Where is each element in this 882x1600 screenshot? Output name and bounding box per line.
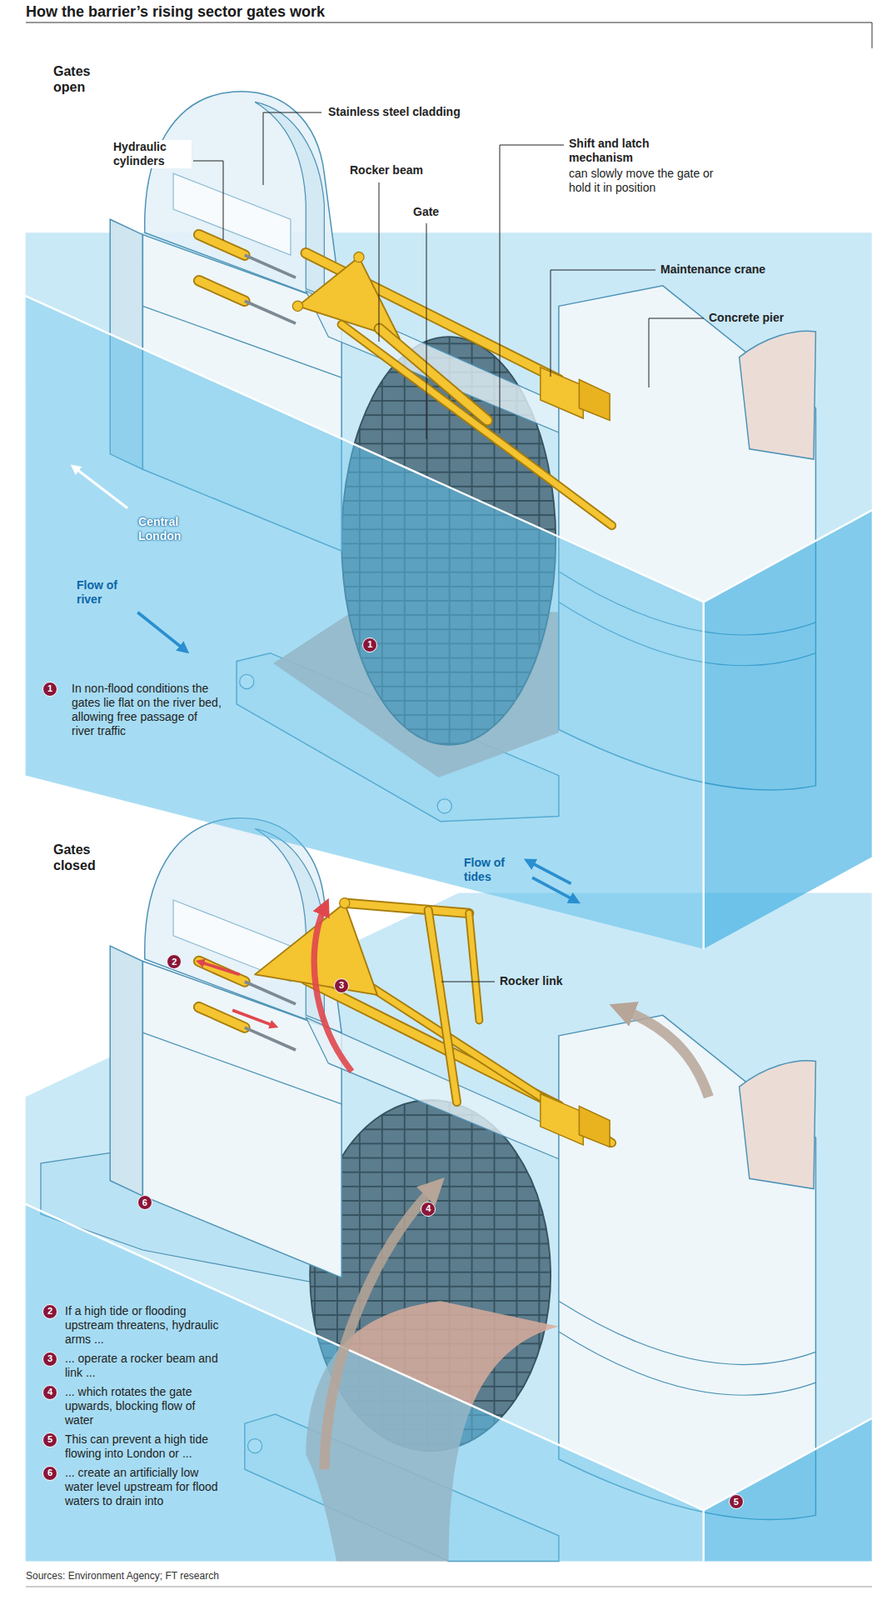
callout-number-text: 3: [338, 980, 344, 990]
step-note: ... create an artificially low water lev…: [64, 1465, 224, 1508]
water-front: [703, 1417, 873, 1560]
callout-number: 2: [166, 953, 182, 969]
rocker-machinery: [292, 251, 612, 525]
rocker-machinery: [353, 251, 364, 262]
rocker-machinery: [428, 909, 457, 1102]
water-front: [25, 295, 873, 1560]
callout-number: 6: [137, 1194, 153, 1210]
direction-arrow: [137, 612, 184, 649]
leader-line: [499, 144, 564, 434]
callout-number: 5: [42, 1431, 58, 1447]
frame-rule: [25, 1585, 873, 1587]
leader-line: [648, 318, 704, 388]
callout-number-text: 1: [47, 683, 53, 693]
water-edge: [25, 1203, 873, 1561]
motion-arrow: [313, 907, 352, 1072]
motion-arrow: [200, 907, 709, 1469]
motion-arrow: [232, 1009, 274, 1025]
leader-line: [550, 269, 656, 377]
callout-number-text: 2: [171, 956, 177, 967]
callout-number-text: 4: [425, 1203, 431, 1213]
rocker-machinery: [378, 328, 488, 420]
frame-rule: [25, 22, 873, 1586]
section-heading: Gates closed: [53, 841, 107, 873]
callout-number: 2: [42, 1303, 58, 1319]
callout-number: 4: [42, 1384, 58, 1400]
rocker-machinery: [578, 379, 610, 421]
callout-number: 6: [42, 1465, 58, 1480]
callout-number-text: 1: [367, 639, 373, 649]
frame-rule: [872, 22, 873, 49]
direction-label: Central London: [138, 514, 205, 544]
callout-number: 5: [728, 1493, 744, 1509]
water-front: [25, 1203, 704, 1561]
rocker-machinery: [344, 902, 469, 913]
callout-number-text: 5: [733, 1496, 739, 1506]
rocker-machinery: [578, 1105, 610, 1147]
motion-arrow: [623, 1009, 709, 1097]
rocker-machinery: [468, 912, 479, 1021]
rocker-machinery: [339, 897, 350, 908]
section-heading: Gates open: [53, 63, 107, 95]
leader-line: [426, 223, 428, 439]
rocker-machinery: [292, 300, 303, 311]
part-label: Stainless steel cladding: [326, 104, 463, 120]
part-label: Rocker beam: [349, 163, 424, 178]
water-front: [703, 509, 873, 949]
rocker-machinery: [468, 912, 479, 1021]
callout-number-text: 4: [47, 1386, 53, 1396]
rocker-machinery: [378, 328, 488, 420]
motion-arrow: [323, 1188, 434, 1470]
direction-label: Flow of tides: [463, 855, 523, 884]
pier-housing: [109, 817, 342, 1277]
water-front: [25, 295, 704, 949]
motion-arrow: [200, 961, 240, 975]
part-label: Maintenance crane: [660, 262, 766, 277]
step-note: ... which rotates the gate upwards, bloc…: [64, 1384, 224, 1427]
water-edge: [25, 295, 873, 949]
callout-number: 1: [362, 637, 378, 653]
part-label: Concrete pier: [708, 310, 784, 325]
direction-arrow: [532, 877, 574, 900]
callout-number-text: 3: [47, 1353, 53, 1363]
callout-number: 3: [333, 977, 349, 993]
part-label: Gate: [413, 204, 439, 220]
concrete-pier: [558, 1014, 817, 1519]
part-label: Shift and latch mechanism: [568, 136, 694, 165]
rocker-machinery: [540, 367, 584, 419]
callout-number: 3: [42, 1350, 58, 1366]
rocker-machinery: [428, 909, 457, 1102]
callout-number-text: 2: [47, 1305, 53, 1316]
direction-arrow: [75, 468, 128, 509]
direction-label: Flow of river: [76, 578, 135, 607]
chart-title: How the barrier’s rising sector gates wo…: [25, 2, 325, 21]
part-label: Rocker link: [499, 973, 563, 988]
callout-number-text: 6: [142, 1197, 148, 1207]
rocker-machinery: [254, 897, 612, 1147]
part-label: Hydraulic cylinders: [111, 139, 192, 169]
step-note: If a high tide or flooding upstream thre…: [64, 1303, 224, 1346]
leader-line: [193, 160, 224, 240]
step-note: This can prevent a high tide flowing int…: [64, 1431, 224, 1461]
rocker-machinery: [341, 323, 612, 525]
leader-line: [441, 981, 495, 982]
leader-line: [193, 112, 704, 982]
source-caption: Sources: Environment Agency; FT research: [25, 1569, 220, 1582]
leader-line: [263, 112, 322, 185]
rocker-machinery: [540, 1093, 584, 1145]
part-description: can slowly move the gate or hold it in p…: [568, 166, 732, 195]
leader-line: [378, 182, 380, 342]
callout-number-text: 6: [47, 1467, 53, 1477]
rocker-machinery: [341, 323, 612, 525]
callout-number: 4: [420, 1200, 436, 1216]
callout-number-text: 5: [47, 1434, 53, 1444]
rocker-machinery: [344, 902, 469, 913]
callout-number: 1: [42, 681, 58, 697]
step-note: ... operate a rocker beam and link ...: [64, 1350, 224, 1380]
frame-rule: [25, 22, 873, 24]
step-note: In non-flood conditions the gates lie fl…: [71, 681, 222, 738]
water-edge: [25, 295, 873, 1560]
